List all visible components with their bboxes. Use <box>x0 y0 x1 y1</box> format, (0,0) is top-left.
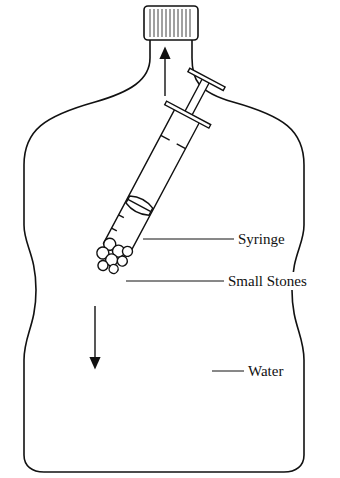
part-label: Small Stones <box>226 272 309 290</box>
part-label: Water <box>246 362 285 380</box>
leader-line <box>143 239 234 240</box>
leader-line <box>126 281 224 282</box>
up-arrow <box>164 52 165 96</box>
bottle-cap <box>144 6 198 40</box>
part-label: Syringe <box>236 230 287 248</box>
small-stones <box>90 234 134 279</box>
leader-line <box>212 371 244 372</box>
syringe-symbol <box>82 66 229 284</box>
bottle-outline <box>24 40 304 472</box>
down-arrow <box>94 306 95 364</box>
